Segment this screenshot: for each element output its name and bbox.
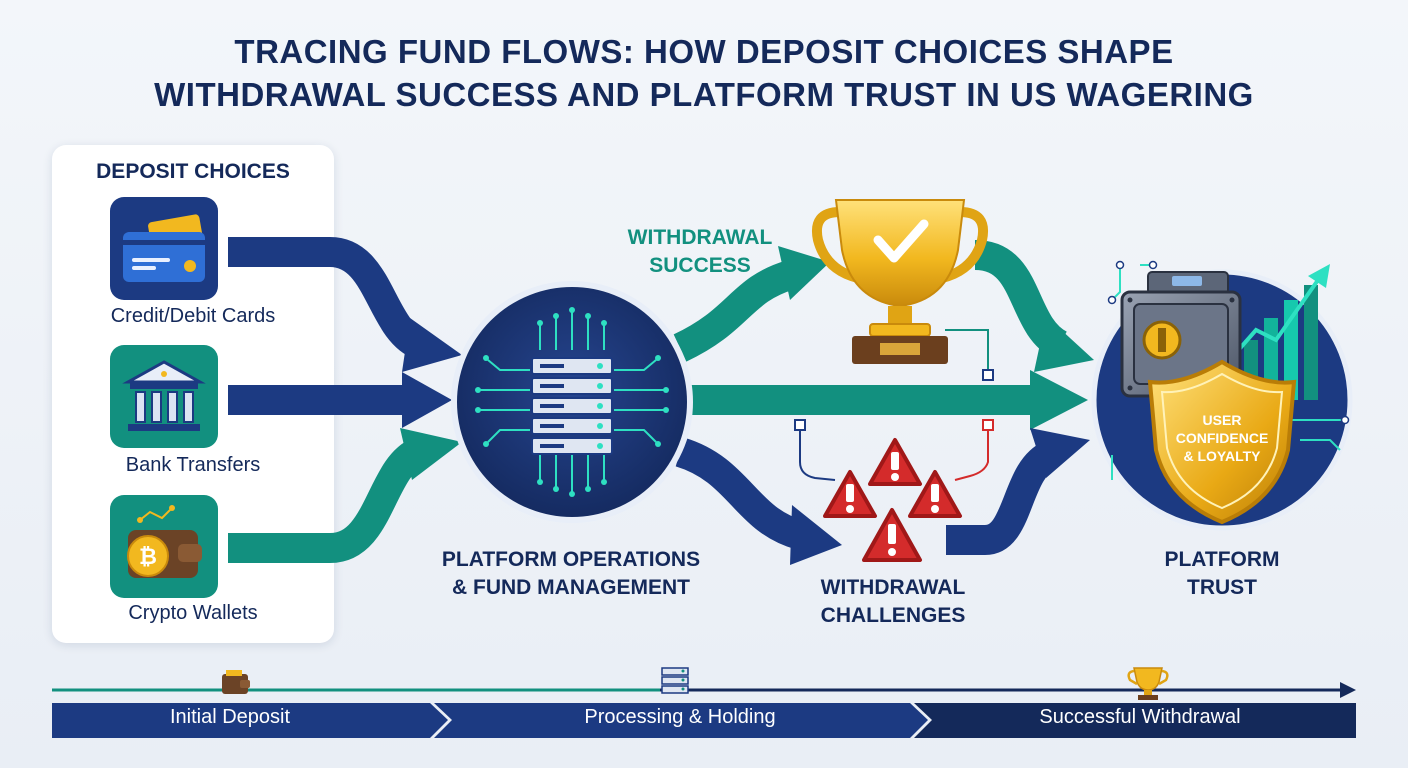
timeline	[52, 667, 1356, 738]
timeline-trophy-icon	[1127, 667, 1169, 700]
success-label: WITHDRAWAL SUCCESS	[600, 224, 800, 280]
trust-label-line-1: PLATFORM	[1164, 548, 1280, 571]
success-to-trust-arrow	[973, 240, 1094, 372]
trust-label: PLATFORM TRUST	[1130, 546, 1314, 602]
trophy-icon	[812, 199, 988, 364]
hub-label-line-2: & FUND MANAGEMENT	[452, 576, 690, 599]
challenges-label-line-2: CHALLENGES	[820, 604, 966, 627]
title-line-1: TRACING FUND FLOWS: HOW DEPOSIT CHOICES …	[234, 33, 1174, 70]
shield-text-line-2: CONFIDENCE	[1176, 430, 1269, 446]
growth-chart-icon	[1226, 264, 1330, 400]
success-label-line-1: WITHDRAWAL	[627, 226, 773, 249]
trust-flow-arrow	[690, 370, 1088, 430]
svg-text:₿: ₿	[139, 545, 157, 570]
timeline-server-icon	[661, 667, 689, 694]
shield-text-line-3: & LOYALTY	[1183, 448, 1261, 464]
page-title: TRACING FUND FLOWS: HOW DEPOSIT CHOICES …	[0, 30, 1408, 116]
challenges-to-trust-arrow	[946, 428, 1090, 555]
timeline-label-initial-deposit: Initial Deposit	[169, 706, 291, 728]
shield-icon: USER CONFIDENCE & LOYALTY	[1147, 359, 1297, 525]
method-label-crypto: Crypto Wallets	[128, 602, 258, 624]
timeline-label-successful-withdrawal: Successful Withdrawal	[1039, 706, 1241, 728]
hub-label-line-1: PLATFORM OPERATIONS	[441, 548, 701, 571]
success-flow-arrow	[673, 246, 830, 362]
crypto-flow-arrow	[228, 428, 462, 563]
bank-flow-arrow	[228, 372, 452, 428]
title-line-2: WITHDRAWAL SUCCESS AND PLATFORM TRUST IN…	[154, 76, 1254, 113]
circuit-connector	[794, 329, 994, 481]
timeline-label-processing: Processing & Holding	[584, 706, 776, 728]
challenges-label-line-1: WITHDRAWAL	[820, 576, 966, 599]
method-label-bank: Bank Transfers	[125, 454, 261, 476]
server-circuit-icon	[451, 281, 693, 523]
success-label-line-2: SUCCESS	[649, 254, 751, 277]
timeline-stage-2	[434, 703, 928, 738]
card-flow-arrow	[228, 237, 462, 372]
deposit-choices-heading: DEPOSIT CHOICES	[96, 160, 290, 183]
shield-text-line-1: USER	[1203, 412, 1242, 428]
timeline-wallet-icon	[222, 670, 250, 694]
bank-icon	[110, 345, 218, 448]
warning-icon	[823, 438, 962, 562]
method-label-cards: Credit/Debit Cards	[110, 305, 276, 327]
challenges-label: WITHDRAWAL CHALLENGES	[790, 574, 996, 630]
crypto-wallet-icon: ₿	[110, 495, 218, 598]
hub-label: PLATFORM OPERATIONS & FUND MANAGEMENT	[412, 546, 730, 602]
timeline-stage-3	[914, 703, 1356, 738]
credit-card-icon	[110, 197, 218, 300]
timeline-stage-1	[52, 703, 448, 738]
trust-label-line-2: TRUST	[1187, 576, 1257, 599]
challenges-flow-arrow	[675, 437, 842, 565]
